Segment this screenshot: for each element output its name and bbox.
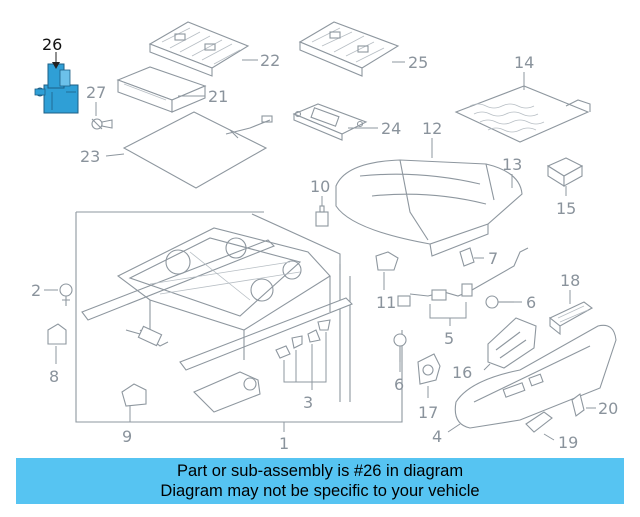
part-8-bracket — [47, 323, 67, 345]
callout-20[interactable]: 20 — [598, 399, 618, 418]
callout-13[interactable]: 13 — [502, 155, 522, 174]
part-24-sensor — [292, 103, 368, 141]
callout-24[interactable]: 24 — [381, 119, 401, 138]
part-12-cushion — [335, 159, 523, 257]
part-20-knob — [571, 393, 585, 417]
callout-12[interactable]: 12 — [422, 119, 442, 138]
part-16-motor — [487, 317, 537, 369]
callout-4[interactable]: 4 — [432, 427, 442, 446]
part-11-connector — [375, 251, 399, 271]
callout-11[interactable]: 11 — [376, 293, 396, 312]
callout-18[interactable]: 18 — [560, 271, 580, 290]
part-27-screw — [91, 118, 113, 130]
part-22-board — [148, 21, 250, 77]
part-23-mat — [122, 111, 273, 189]
banner-line-1: Part or sub-assembly is #26 in diagram — [176, 462, 464, 480]
banner-line-2: Diagram may not be specific to your vehi… — [160, 482, 480, 500]
callout-2[interactable]: 2 — [31, 281, 41, 300]
callout-22[interactable]: 22 — [260, 51, 280, 70]
part-17-switch — [417, 353, 441, 385]
callout-9[interactable]: 9 — [122, 427, 132, 446]
part-5-harness — [397, 247, 529, 307]
info-banner: Part or sub-assembly is #26 in diagram D… — [16, 458, 624, 504]
callout-8[interactable]: 8 — [49, 367, 59, 386]
part-26-bracket[interactable] — [34, 63, 79, 114]
callout-6b[interactable]: 6 — [394, 375, 404, 394]
callout-15[interactable]: 15 — [556, 199, 576, 218]
part-14-heater — [454, 85, 591, 143]
callout-6a[interactable]: 6 — [526, 293, 536, 312]
part-6-screw-b — [393, 333, 407, 362]
callout-1[interactable]: 1 — [279, 434, 289, 453]
part-7-clip — [459, 247, 475, 267]
part-4-side-panel — [454, 324, 617, 429]
part-25-board — [298, 21, 400, 77]
part-15-connector — [546, 157, 584, 187]
callout-19[interactable]: 19 — [558, 433, 578, 452]
part-3-clips — [275, 319, 331, 359]
part-21-module — [116, 66, 207, 113]
callout-23[interactable]: 23 — [80, 147, 100, 166]
callout-7[interactable]: 7 — [488, 249, 498, 268]
callout-27[interactable]: 27 — [86, 83, 106, 102]
callout-17[interactable]: 17 — [418, 403, 438, 422]
part-6-screw-a — [485, 295, 514, 309]
callout-21[interactable]: 21 — [208, 87, 228, 106]
part-18-switch — [548, 301, 594, 336]
callout-10[interactable]: 10 — [310, 177, 330, 196]
part-9-cap — [121, 383, 147, 407]
part-1-seat-frame — [75, 211, 403, 423]
callout-5[interactable]: 5 — [444, 329, 454, 348]
callout-3[interactable]: 3 — [303, 393, 313, 412]
callout-16[interactable]: 16 — [452, 363, 472, 382]
callout-26[interactable]: 26 — [42, 35, 62, 54]
part-10-clip — [315, 205, 329, 227]
callout-14[interactable]: 14 — [514, 53, 534, 72]
part-19-knob — [525, 411, 553, 433]
part-2-bolt — [59, 283, 73, 306]
callout-25[interactable]: 25 — [408, 53, 428, 72]
